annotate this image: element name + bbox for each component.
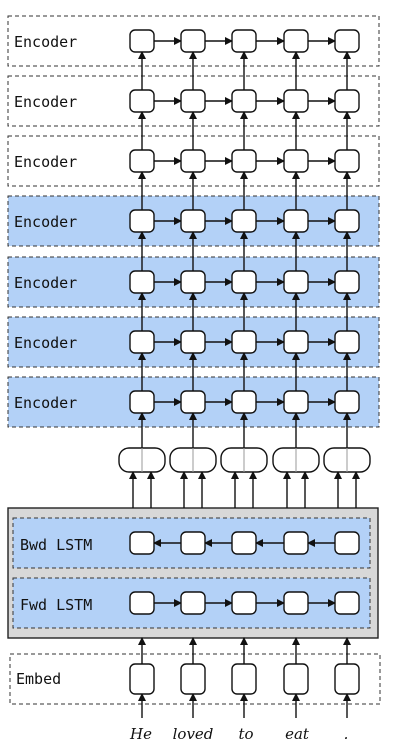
encoder-node <box>334 89 360 113</box>
encoder-node <box>129 330 155 354</box>
bwd-lstm-node <box>283 531 309 555</box>
encoder-node <box>283 330 309 354</box>
encoder-label: Encoder <box>14 394 77 412</box>
fwd-lstm-node <box>129 591 155 615</box>
fwd-lstm-node <box>180 591 206 615</box>
encoder-node <box>334 330 360 354</box>
bwd-lstm-node <box>180 531 206 555</box>
encoder-node <box>334 29 360 53</box>
encoder-node <box>334 149 360 173</box>
encoder-label: Encoder <box>14 213 77 231</box>
input-word: He <box>129 725 152 743</box>
encoder-node <box>334 270 360 294</box>
fwd-lstm-label: Fwd LSTM <box>20 596 92 614</box>
encoder-node <box>231 270 257 294</box>
embedding-node <box>231 663 257 695</box>
encoder-node <box>129 390 155 414</box>
encoder-node <box>231 29 257 53</box>
encoder-node <box>283 209 309 233</box>
encoder-node <box>283 29 309 53</box>
encoder-node <box>231 209 257 233</box>
bwd-lstm-node <box>334 531 360 555</box>
encoder-label: Encoder <box>14 274 77 292</box>
input-word: eat <box>285 725 310 743</box>
embedding-node <box>129 663 155 695</box>
bwd-lstm-label: Bwd LSTM <box>20 536 92 554</box>
encoder-node <box>129 209 155 233</box>
encoder-node <box>180 270 206 294</box>
encoder-node <box>283 390 309 414</box>
encoder-node <box>180 330 206 354</box>
input-word: loved <box>173 725 214 743</box>
encoder-node <box>129 29 155 53</box>
encoder-node <box>180 29 206 53</box>
encoder-node <box>334 390 360 414</box>
fwd-lstm-node <box>283 591 309 615</box>
encoder-node <box>180 390 206 414</box>
encoder-node <box>283 149 309 173</box>
input-word: . <box>344 725 349 743</box>
encoder-label: Encoder <box>14 93 77 111</box>
encoder-node <box>180 209 206 233</box>
input-word: to <box>238 725 253 743</box>
encoder-node <box>231 330 257 354</box>
encoder-node <box>231 149 257 173</box>
fwd-lstm-node <box>231 591 257 615</box>
bwd-lstm-node <box>129 531 155 555</box>
bwd-lstm-node <box>231 531 257 555</box>
fwd-lstm-node <box>334 591 360 615</box>
encoder-node <box>129 149 155 173</box>
embedding-node <box>180 663 206 695</box>
encoder-node <box>231 89 257 113</box>
encoder-node <box>129 270 155 294</box>
embedding-node <box>334 663 360 695</box>
encoder-node <box>180 89 206 113</box>
encoder-node <box>283 270 309 294</box>
embed-label: Embed <box>16 670 61 688</box>
encoder-label: Encoder <box>14 33 77 51</box>
encoder-label: Encoder <box>14 334 77 352</box>
encoder-node <box>231 390 257 414</box>
encoder-node <box>283 89 309 113</box>
encoder-node <box>180 149 206 173</box>
embedding-node <box>283 663 309 695</box>
encoder-node <box>334 209 360 233</box>
encoder-node <box>129 89 155 113</box>
encoder-label: Encoder <box>14 153 77 171</box>
